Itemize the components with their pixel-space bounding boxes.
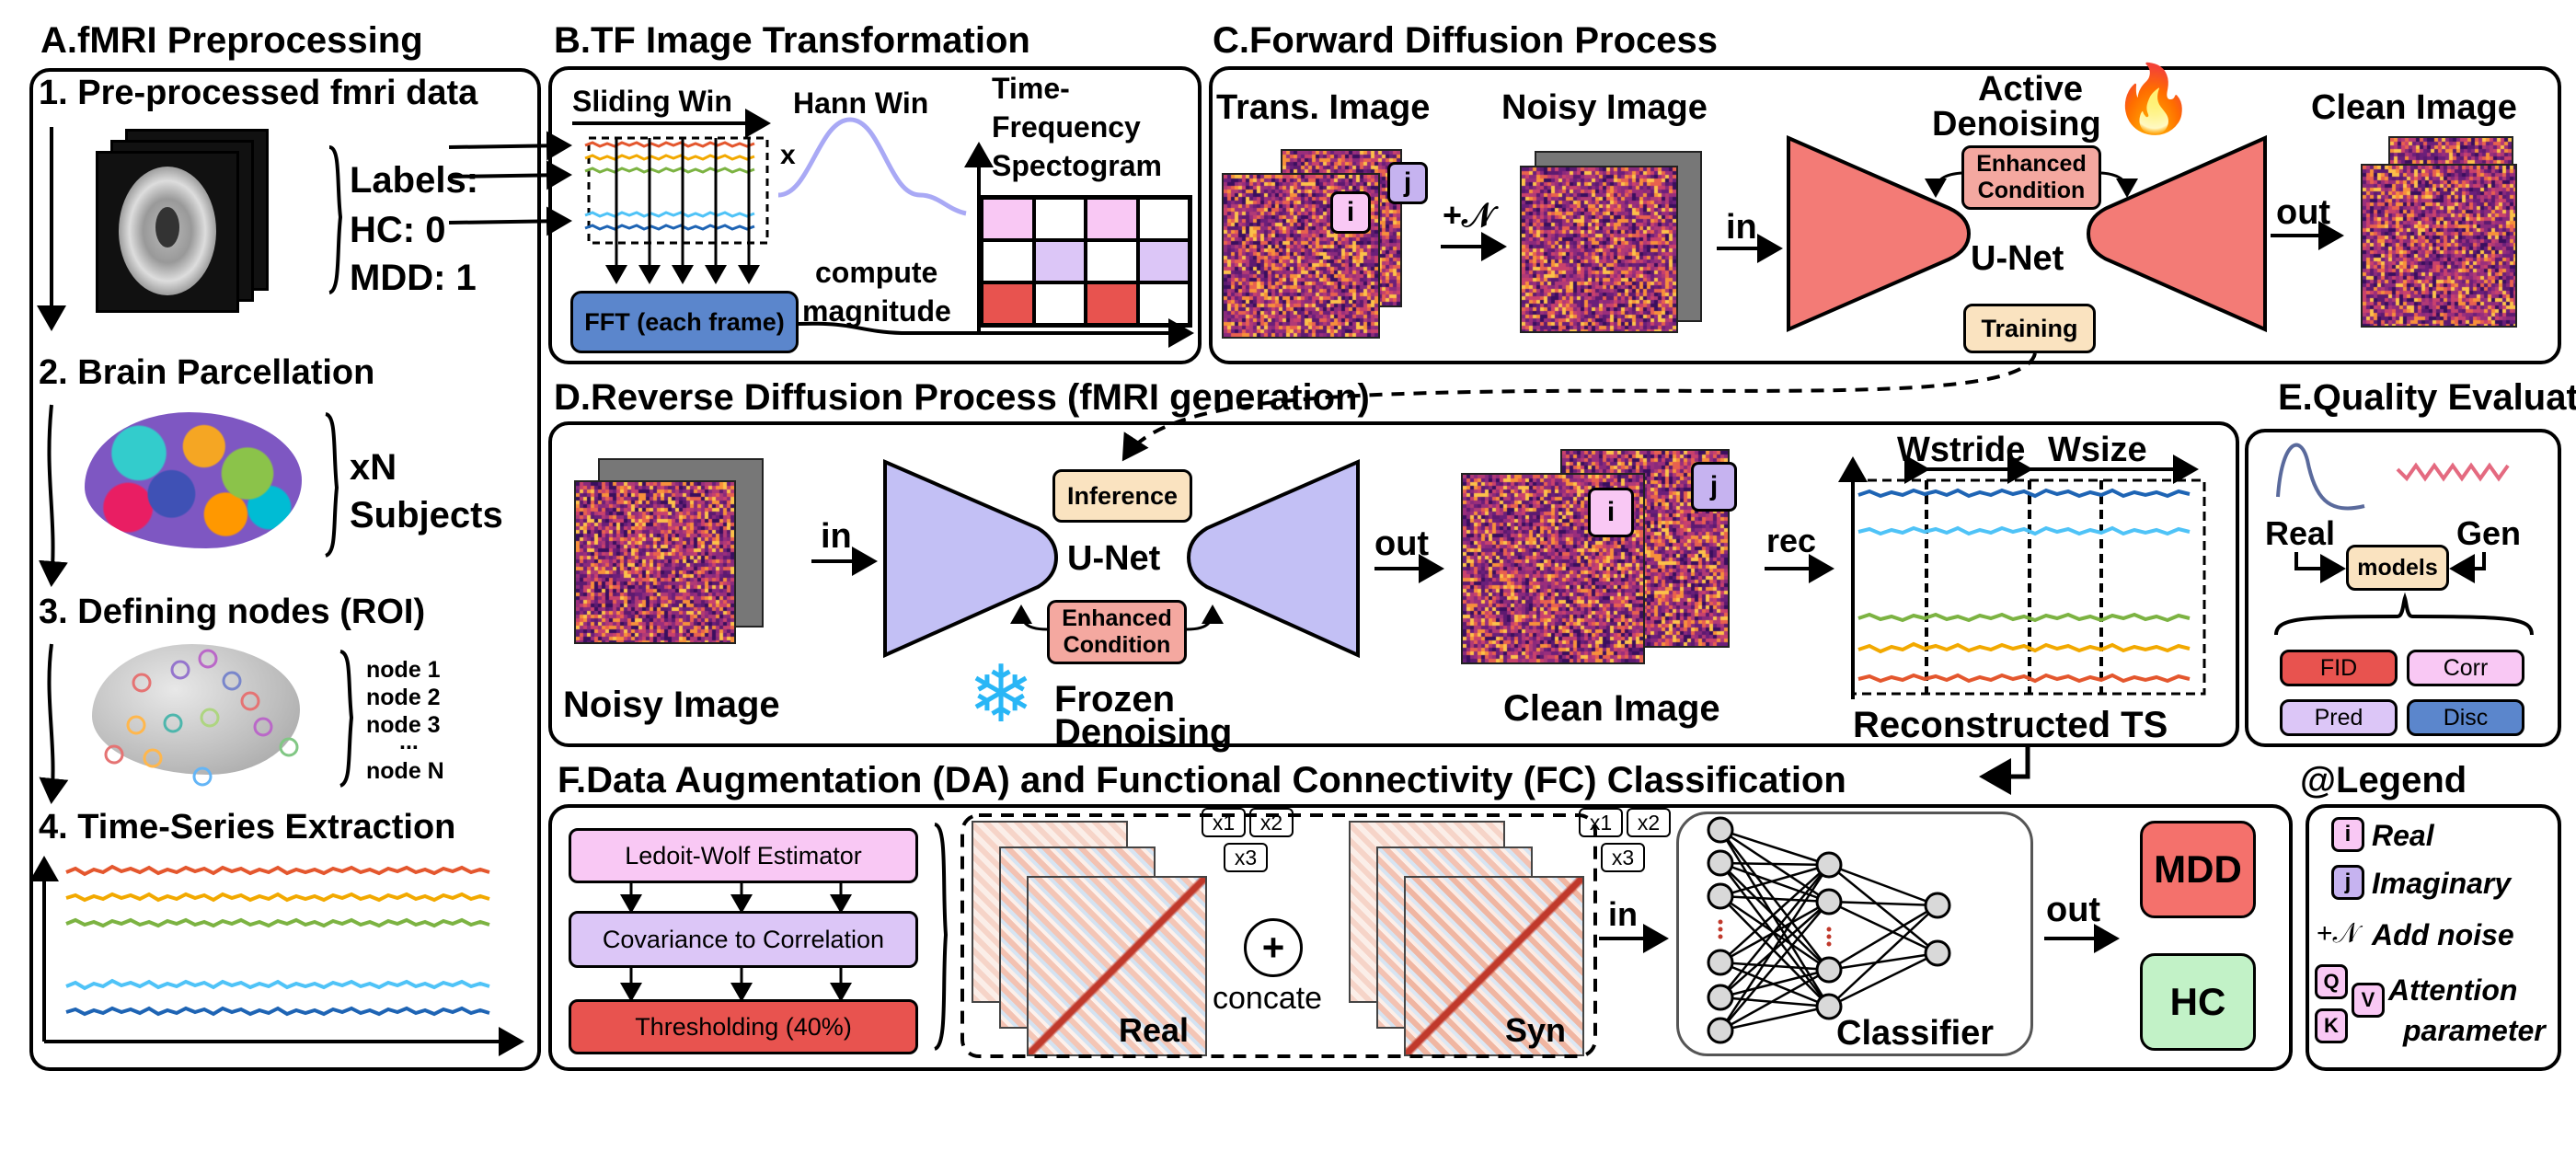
real-to-models-arrow — [2296, 552, 2342, 569]
cond-arrow-c-left — [1936, 173, 1961, 195]
f-brace — [935, 824, 946, 1049]
recon-to-f-arrow — [1984, 747, 2028, 777]
recon-time-series — [1858, 490, 2190, 681]
fft-to-spectrogram-arrow — [799, 324, 1190, 333]
a-flow-arrow-2 — [49, 405, 52, 583]
f-pipeline-arrows — [631, 883, 841, 999]
b-time-series — [585, 143, 754, 229]
cond-arrow-c-right — [2101, 173, 2127, 195]
unet-decoder-d — [1189, 462, 1358, 655]
frame-arrows — [616, 138, 749, 282]
arrow-a-to-b-1 — [449, 145, 569, 147]
a-time-series — [66, 867, 489, 1014]
gen-signal-curve — [2398, 466, 2508, 478]
hann-window-curve — [778, 120, 966, 213]
e-brace — [2276, 598, 2532, 635]
arrow-a-to-b-3 — [449, 221, 569, 223]
training-to-inference-arrow — [1124, 353, 2035, 458]
fc-dashed-frame — [962, 815, 1595, 1056]
cond-arrow-d-left — [1021, 607, 1047, 629]
brace-labels — [329, 147, 340, 293]
gen-to-models-arrow — [2453, 552, 2484, 569]
recon-window-lines — [1926, 480, 2101, 694]
cond-arrow-d-right — [1187, 607, 1213, 629]
brace-nodes — [340, 651, 351, 786]
brace-subjects — [326, 414, 337, 556]
roi-nodes — [106, 651, 297, 785]
unet-encoder-c — [1788, 138, 1969, 329]
a-flow-arrow-3 — [49, 644, 52, 800]
real-signal-curve — [2278, 445, 2364, 509]
arrow-a-to-b-2 — [449, 175, 569, 177]
unet-decoder-c — [2088, 138, 2265, 329]
